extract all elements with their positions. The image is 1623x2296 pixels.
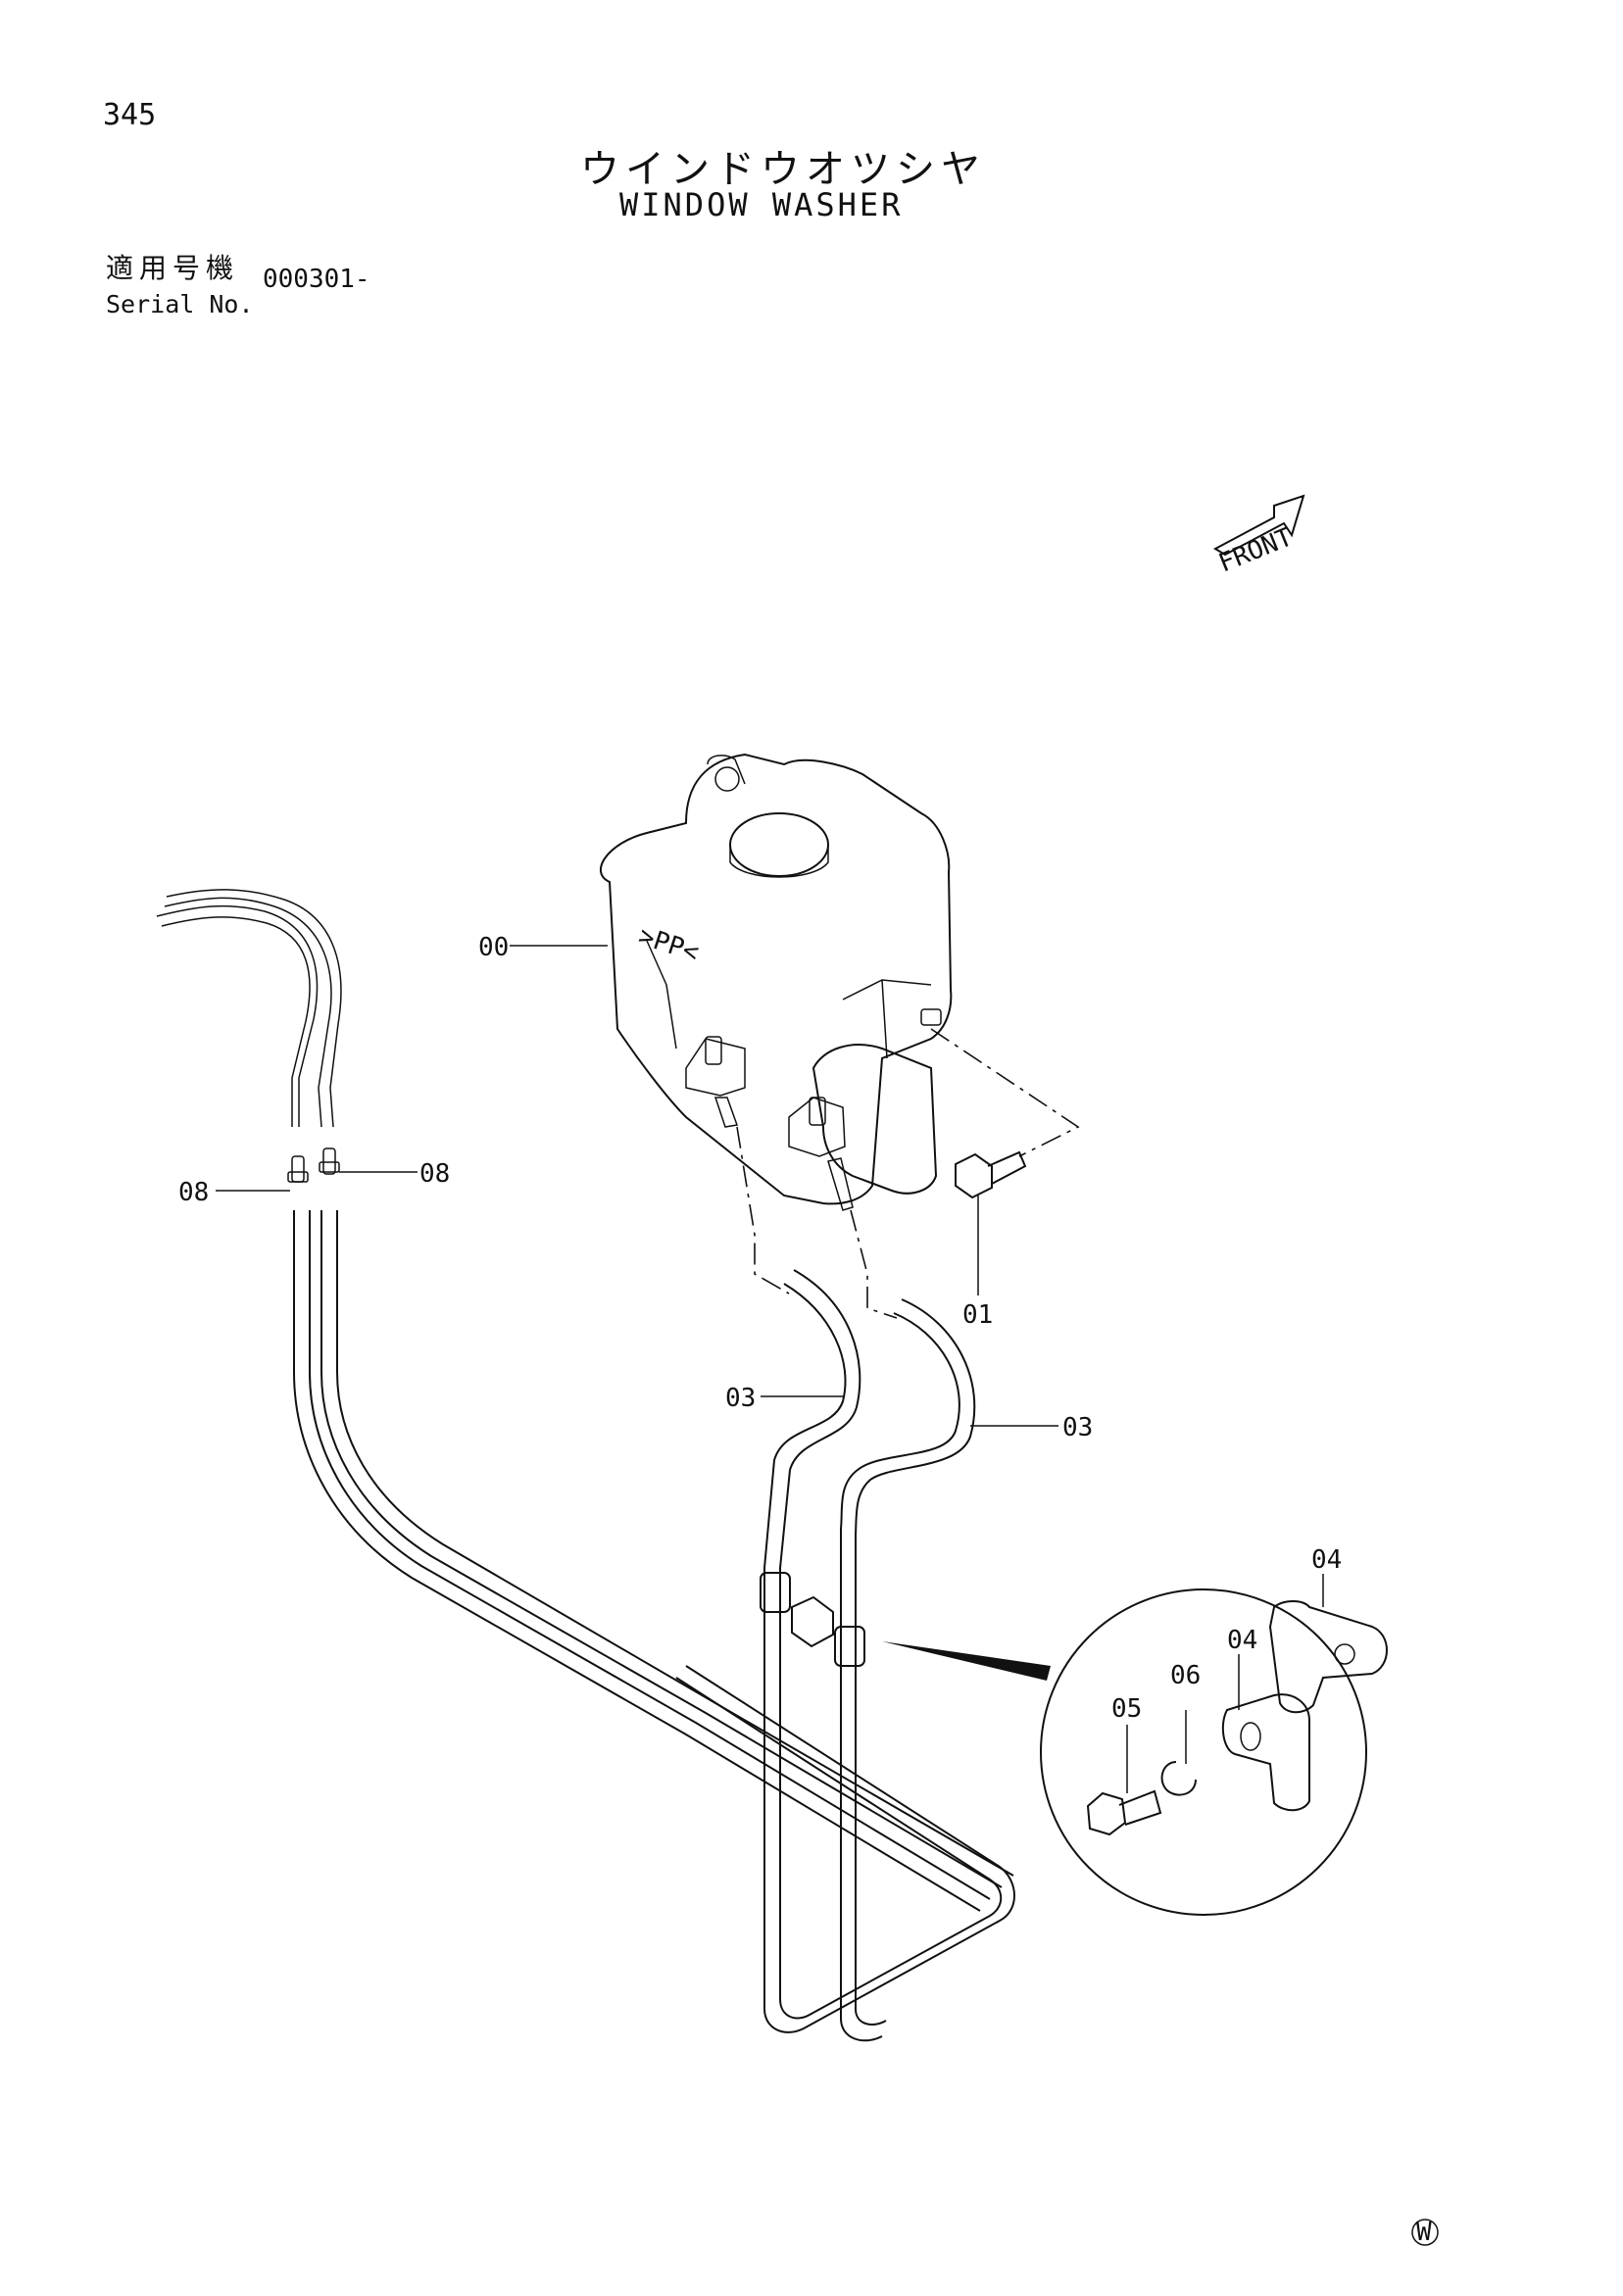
detail-view (1040, 1574, 1388, 1916)
callout-hose-left: 03 (725, 1384, 756, 1413)
footer-mark-label: W (1416, 2218, 1432, 2247)
footer-mark-icon: W (1411, 2218, 1439, 2247)
page-title: WINDOW WASHER (619, 186, 904, 223)
serial-number-value: 000301- (263, 265, 370, 294)
callout-bolt: 01 (962, 1300, 993, 1330)
washer-tank: >PP< (599, 753, 953, 1211)
serial-label: Serial No. (106, 290, 254, 318)
callout-tank: 00 (478, 933, 509, 962)
bolt-01 (930, 1028, 1080, 1199)
page-number: 345 (103, 98, 157, 132)
front-arrow-label: FRONT (1214, 522, 1297, 578)
callout-joint-right: 08 (419, 1159, 450, 1189)
callout-washer: 06 (1170, 1661, 1201, 1690)
joint-08-left (287, 1155, 309, 1183)
hose-03-right (840, 1298, 976, 2042)
callout-clamp-lower: 04 (1227, 1626, 1257, 1655)
harness-lines (156, 889, 342, 1128)
clamp-assembly (760, 1572, 865, 1667)
detail-pointer (882, 1641, 1051, 1681)
washer-lines (293, 1210, 1014, 1912)
callout-bolt-small: 05 (1111, 1694, 1142, 1724)
serial-label-japanese: 適用号機 (106, 252, 240, 284)
callout-hose-right: 03 (1062, 1413, 1093, 1442)
front-arrow-icon: FRONT (1212, 494, 1305, 578)
callout-joint-left: 08 (178, 1178, 209, 1207)
callout-clamp-upper: 04 (1311, 1545, 1342, 1575)
hose-03-left (675, 1269, 1015, 2033)
joint-08-right (319, 1148, 340, 1175)
page-title-japanese: ウインドウオツシヤ (580, 147, 986, 192)
leader-lines (216, 945, 1058, 1427)
tank-material-marking: >PP< (635, 921, 703, 968)
